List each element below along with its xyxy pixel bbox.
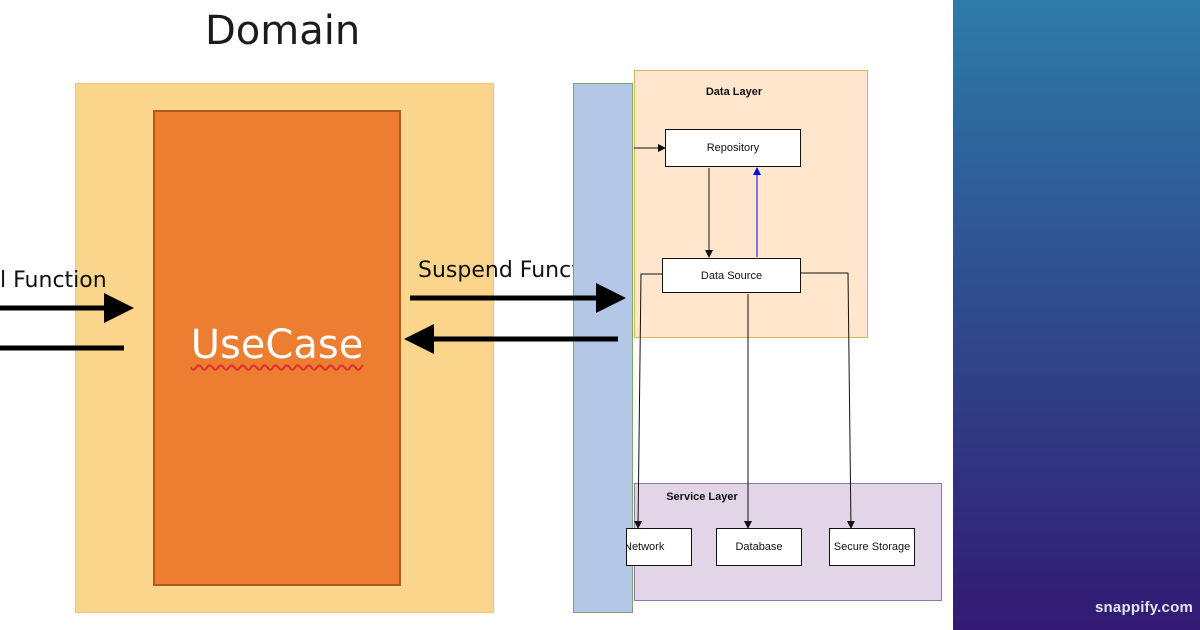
datasource-to-secure-storage-arrow (801, 272, 855, 529)
brand-watermark: snappify.com (1095, 599, 1193, 616)
datasource-to-network-arrow (634, 273, 662, 529)
data-layer-container (634, 70, 868, 338)
secure-storage-node: Secure Storage (829, 528, 915, 566)
usecase-box (153, 110, 401, 586)
data-layer-title: Data Layer (705, 86, 763, 98)
gradient-panel (953, 0, 1200, 630)
data-source-node: Data Source (662, 258, 801, 293)
domain-title: Domain (205, 8, 361, 54)
left-function-label: l Function (0, 268, 107, 293)
usecase-label: UseCase (190, 322, 364, 368)
network-node: Network (626, 528, 692, 566)
service-layer-title: Service Layer (666, 491, 738, 503)
architecture-arrows (634, 144, 855, 529)
data-layer-strip (573, 83, 633, 613)
database-node: Database (716, 528, 802, 566)
domain-arrows (0, 283, 626, 354)
repository-node: Repository (665, 129, 801, 167)
network-node-label: Network (626, 541, 665, 553)
